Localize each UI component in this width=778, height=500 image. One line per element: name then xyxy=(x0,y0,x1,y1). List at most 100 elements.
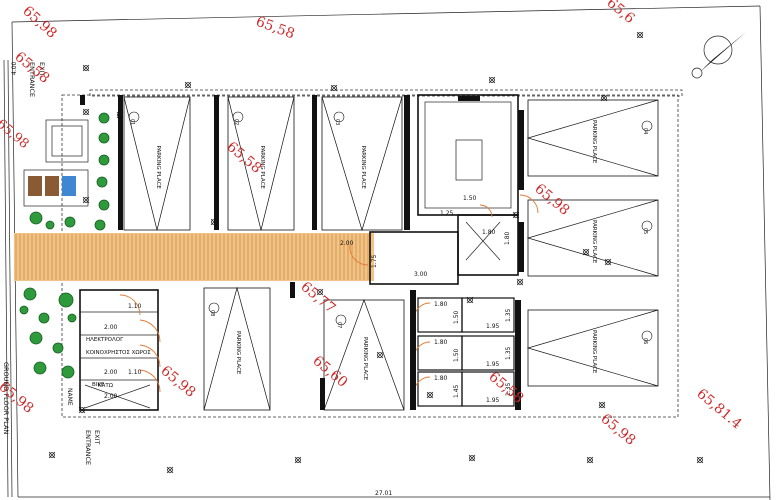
elevation-6: 65,77 xyxy=(297,279,338,317)
storage-dim: 1.50 xyxy=(453,310,460,324)
dim-1-50: 1.50 xyxy=(463,195,477,202)
dim-1-80a: 1.80 xyxy=(482,229,496,236)
parking-bay-label: PARKING PLACE xyxy=(155,146,161,190)
door-arc-10 xyxy=(479,204,493,218)
tree-icon xyxy=(67,313,77,323)
dim-4-00: 4.00 xyxy=(11,61,18,75)
door-arc-2 xyxy=(139,319,161,343)
door-arc-9 xyxy=(349,244,369,266)
storage-dim: 1.80 xyxy=(434,339,448,346)
bike-label: BIKE xyxy=(92,382,105,388)
parking-bay-number: 07 xyxy=(336,322,342,328)
elevation-5: 65,58 xyxy=(223,139,264,177)
stair-core-inner xyxy=(424,101,512,209)
dim-1-25: 1.25 xyxy=(440,210,454,217)
tree-icon xyxy=(19,305,29,315)
trees xyxy=(19,112,110,379)
left-offset-line xyxy=(7,59,13,498)
tree-icon xyxy=(58,292,74,308)
dim-bottom-total: 27.01 xyxy=(375,490,392,497)
plot-boundary-right xyxy=(759,5,771,500)
parking-bay-number: 01 xyxy=(129,119,135,125)
storage-dim: 1.35 xyxy=(505,308,512,322)
storage-dim: 1.80 xyxy=(434,375,448,382)
bin-brown-2 xyxy=(45,176,59,196)
tree-icon xyxy=(98,154,110,166)
storage-dim: 1.50 xyxy=(453,348,460,362)
storage-dim: 1.95 xyxy=(486,323,500,330)
parking-bay-number: 06 xyxy=(642,338,648,344)
tree-icon xyxy=(94,219,106,231)
door-arc-1 xyxy=(119,294,141,316)
utility-block xyxy=(79,289,159,411)
north-arrow-icon xyxy=(691,32,746,79)
elevation-1: 65,98 xyxy=(19,3,60,42)
wall-stubs xyxy=(80,95,524,410)
tree-icon xyxy=(98,199,110,211)
left-name-label: NAME xyxy=(66,388,73,406)
elevation-11: 65,81.4 xyxy=(693,386,744,433)
parking-bay: PARKING PLACE 02 xyxy=(227,96,295,231)
parking-bay-label: PARKING PLACE xyxy=(360,146,366,190)
tree-icon xyxy=(23,287,37,301)
parking-bay-number: 03 xyxy=(334,119,340,125)
parking-bay: PARKING PLACE 01 xyxy=(123,96,191,231)
tree-icon xyxy=(98,132,110,144)
ground-floor-plan-label: GROUND FLOOR PLAN xyxy=(2,362,10,434)
bin-area xyxy=(23,169,89,207)
parking-bay-label: PARKING PLACE xyxy=(235,331,241,375)
parking-bay-label: PARKING PLACE xyxy=(259,146,265,190)
lobby xyxy=(369,231,459,285)
elevation-9: 65,60 xyxy=(309,353,350,391)
dim-1-80b: 1.80 xyxy=(504,231,511,245)
exit-bottom-label: EXIT xyxy=(93,430,101,444)
dim-1-10a: 1.10 xyxy=(128,303,142,310)
tree-icon xyxy=(52,342,64,354)
storage-dim: 1.35 xyxy=(505,382,512,396)
elevation-2: 65,58 xyxy=(254,14,297,43)
parking-bay: PARKING PLACE 04 xyxy=(526,99,659,177)
storage-dim: 1.35 xyxy=(505,346,512,360)
tree-icon xyxy=(33,361,47,375)
tree-icon xyxy=(38,312,50,324)
parking-bay-number: 02 xyxy=(233,119,239,125)
elevation-13: 65,98 xyxy=(597,411,638,449)
tree-icon xyxy=(29,331,43,345)
bike-stand-inner xyxy=(51,125,83,157)
room-cistern: ΚΑΤΩ xyxy=(98,383,113,389)
elevation-8: 65,98 xyxy=(157,363,198,401)
parking-bay-number: 04 xyxy=(642,128,648,134)
left-offset-line-2 xyxy=(3,59,9,498)
storage-dim: 1.80 xyxy=(434,301,448,308)
door-arc-6 xyxy=(413,341,431,359)
parking-bay-number: 08 xyxy=(209,310,215,316)
bike-stand xyxy=(45,119,89,163)
door-arc-7 xyxy=(413,376,431,394)
parking-bay-label: PARKING PLACE xyxy=(591,120,597,164)
door-arc-5 xyxy=(413,302,431,320)
storage-dim: 1.45 xyxy=(453,384,460,398)
parking-bay-number: 05 xyxy=(642,228,648,234)
storage-rooms: 1.80 1.50 1.95 1.35 1.80 1.50 1.95 1.35 1.80 1.45… xyxy=(417,297,515,407)
tree-icon xyxy=(61,365,75,379)
timber-deck xyxy=(14,233,374,281)
dim-2-00a: 2.00 xyxy=(340,240,354,247)
tree-icon xyxy=(96,176,108,188)
storage-dim: 1.95 xyxy=(486,361,500,368)
building-setback-inner xyxy=(89,89,683,97)
parking-bay-label: PARKING PLACE xyxy=(591,330,597,374)
bin-blue xyxy=(62,176,76,196)
exit-top-label: EXIT xyxy=(38,62,46,76)
tree-icon xyxy=(29,211,43,225)
tree-icon xyxy=(64,216,76,228)
parking-bay: PARKING PLACE 03 xyxy=(321,96,403,232)
tree-icon xyxy=(98,112,110,124)
storage-dim: 1.95 xyxy=(486,397,500,404)
dim-1-75: 1.75 xyxy=(371,254,378,268)
parking-bay: PARKING PLACE 06 xyxy=(526,309,659,387)
room-electrical: ΗΛΕΚΤΡΟΛΟΓ xyxy=(86,337,124,343)
stair-well xyxy=(455,139,483,181)
door-arc-3 xyxy=(139,344,161,368)
